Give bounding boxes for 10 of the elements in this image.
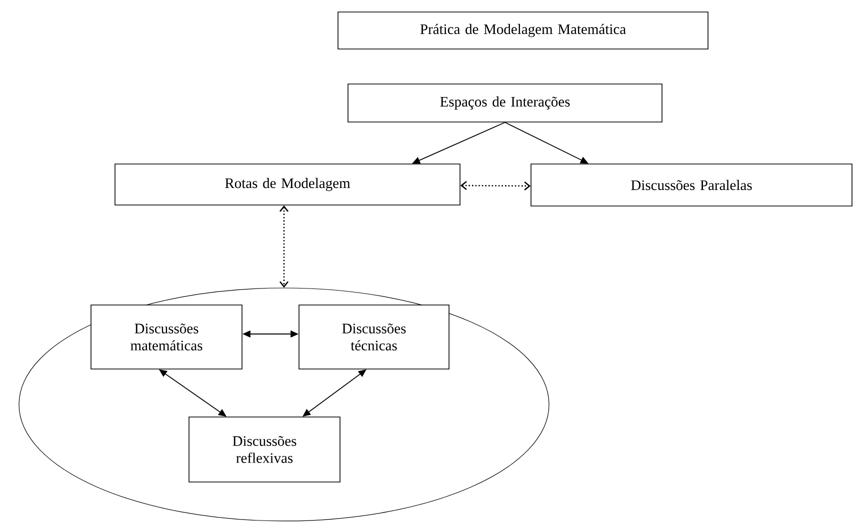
text-box: Rotas de Modelagem xyxy=(114,164,460,206)
text-box: Discussões Paralelas xyxy=(530,164,852,206)
text-box: Espaços de Interações xyxy=(348,84,662,122)
arrow xyxy=(460,181,531,190)
text-box: Discussões reflexivas xyxy=(188,416,340,482)
text-box: Discussões técnicas xyxy=(298,304,450,370)
arrow xyxy=(280,205,289,288)
ellipse xyxy=(18,288,550,522)
text-box: Prática de Modelagem Matemática xyxy=(338,12,708,50)
text-box: Discussões matemáticas xyxy=(90,304,242,370)
